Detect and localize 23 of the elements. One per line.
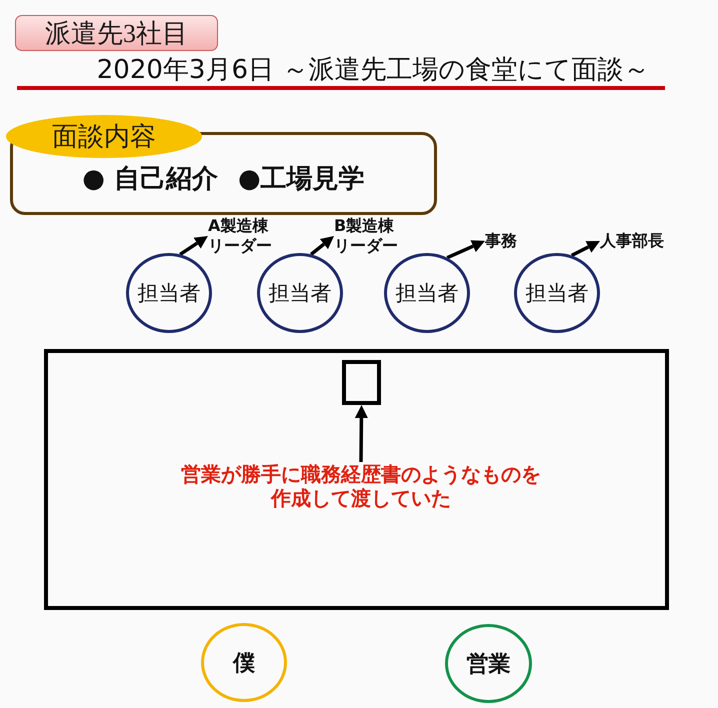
role-label: B製造棟リーダー [334,216,402,256]
heading-ellipse: 面談内容 [6,115,202,158]
role-label: A製造棟リーダー [208,216,276,256]
arrow [570,241,600,257]
arrow [446,240,485,260]
title-badge: 派遣先3社目 [15,15,218,51]
role-label: 人事部長 [600,231,666,251]
role-circle: 担当者 [126,253,212,333]
arrow [179,236,208,256]
empty-square [342,360,381,405]
role-label: 事務 [485,231,519,251]
arrow [354,405,368,462]
arrow [310,236,334,256]
note-text: 営業が勝手に職務経歴書のようなものを作成して渡していた [176,462,546,510]
role-circle: 担当者 [514,253,600,333]
subtitle: 2020年3月6日 ～派遣先工場の食堂にて面談～ [96,56,650,84]
outer-frame [44,349,669,610]
person-circle: 営業 [445,624,532,703]
list-item: ● 自己紹介 [82,163,218,196]
person-circle: 僕 [201,623,287,702]
list-item: ●工場見学 [238,163,365,196]
role-circle: 担当者 [257,253,343,333]
role-circle: 担当者 [384,253,470,333]
